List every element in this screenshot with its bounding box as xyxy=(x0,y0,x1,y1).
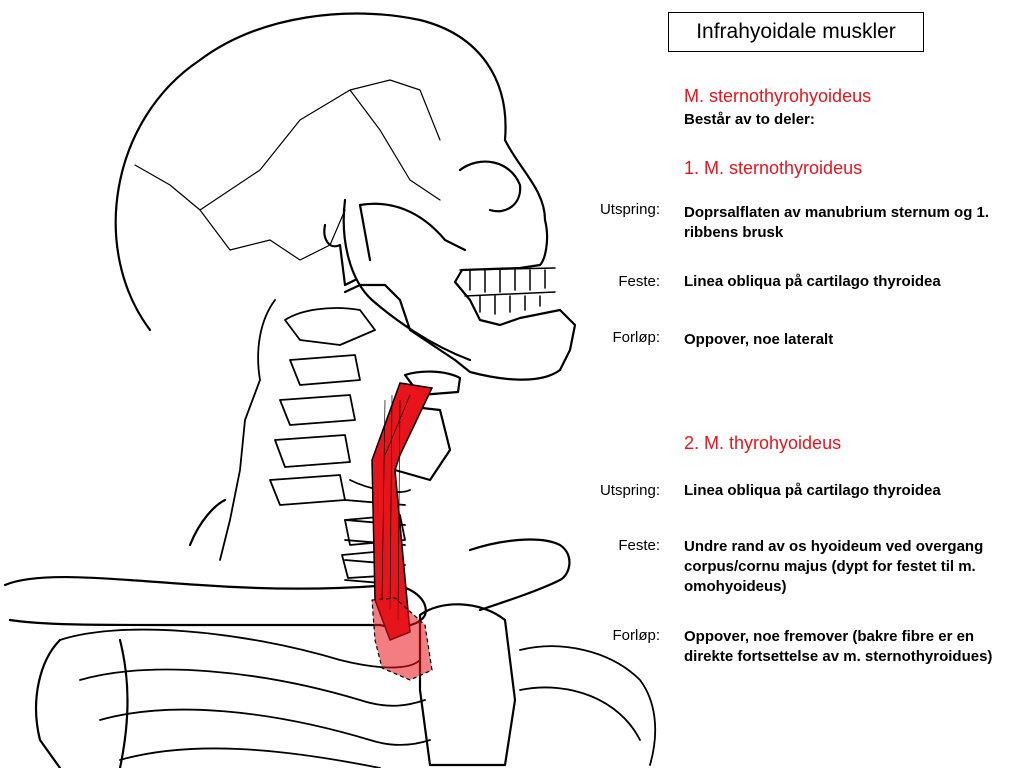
part1-heading: 1. M. sternothyroideus xyxy=(684,158,863,178)
intro-text: Består av to deler: xyxy=(684,111,815,128)
hyoid-bone xyxy=(403,370,462,397)
part1-origin-label: Utspring: xyxy=(599,201,660,218)
part1-insertion-value: Linea obliqua på cartilago thyroidea xyxy=(684,273,941,290)
ribs xyxy=(59,628,657,768)
sternum xyxy=(418,603,517,767)
mandible xyxy=(342,198,472,362)
cervical-spine-back xyxy=(219,299,276,561)
muscle-group-heading: M. sternothyrohyoideus xyxy=(684,86,872,106)
clavicle xyxy=(3,575,427,629)
zygomatic-arch xyxy=(358,202,467,252)
ear-canal xyxy=(323,223,357,287)
part2-course-value: Oppover, noe fremover (bakre fibre er en… xyxy=(684,628,993,665)
part1-origin-value: Doprsalflaten av manubrium sternum og 1.… xyxy=(684,204,990,241)
shoulder xyxy=(188,498,571,612)
page-title: Infrahyoidale muskler xyxy=(668,12,924,52)
upper-teeth xyxy=(459,267,556,293)
part1-course-label: Forløp: xyxy=(612,329,660,346)
part2-heading: 2. M. thyrohyoideus xyxy=(684,433,842,453)
sternothyroid-muscle xyxy=(371,382,434,681)
part1-insertion-label: Feste: xyxy=(618,273,660,290)
part2-insertion-label: Feste: xyxy=(618,537,660,554)
part2-origin-value: Linea obliqua på cartilago thyroidea xyxy=(684,482,941,499)
lower-teeth xyxy=(464,291,556,315)
part1-course-value: Oppover, noe lateralt xyxy=(684,331,834,348)
part2-origin-label: Utspring: xyxy=(599,482,660,499)
skull-outline xyxy=(114,12,577,381)
part2-insertion-value: Undre rand av os hyoideum ved overgang c… xyxy=(684,538,984,595)
humerus xyxy=(34,638,129,768)
part2-course-label: Forløp: xyxy=(612,627,660,644)
cranial-sutures xyxy=(134,79,441,261)
orbit xyxy=(458,160,522,213)
